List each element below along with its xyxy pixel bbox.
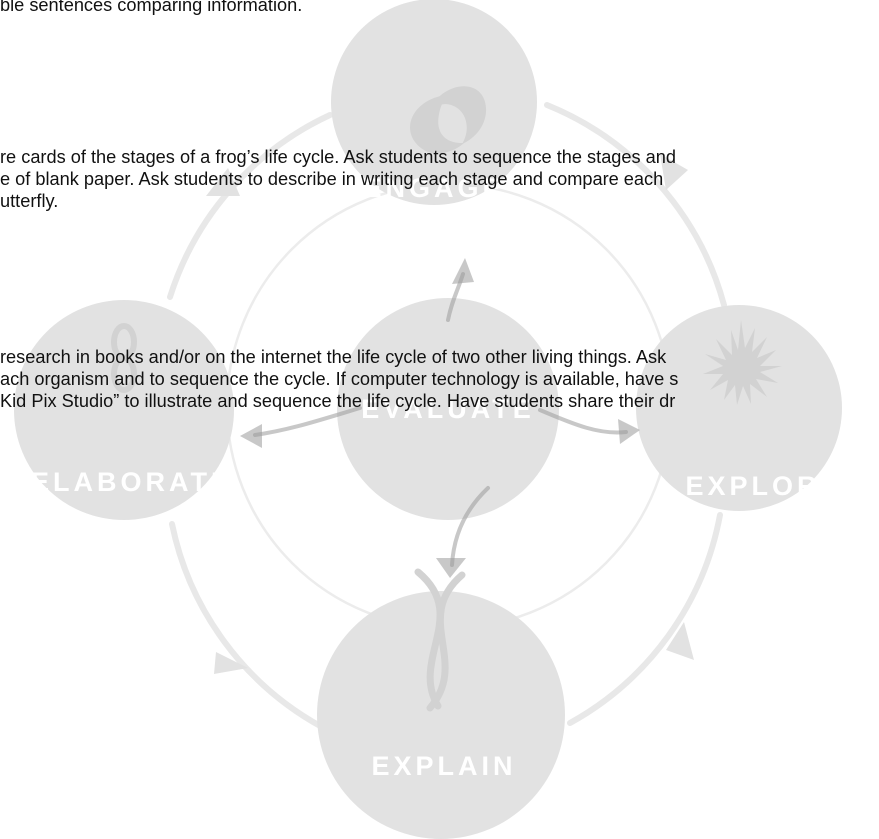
outer-cycle-ring (167, 102, 727, 730)
ring-arc-explain-elaborate (169, 521, 325, 730)
paragraph-1-line-1: re cards of the stages of a frog’s life … (0, 147, 677, 167)
arrowhead-to-elaborate (214, 652, 248, 674)
arrowhead-to-explain (666, 622, 694, 660)
paragraph-2-line-1: research in books and/or on the internet… (0, 347, 667, 367)
explain-dna-icon (414, 568, 466, 712)
arrow-to-explore (538, 408, 628, 435)
arrow-to-explain (450, 486, 490, 567)
arrowhead-center-explain (436, 558, 466, 578)
paragraph-1-line-3: utterfly. (0, 191, 59, 211)
ring-arc-explore-explain (567, 512, 723, 726)
center-arrowheads (240, 258, 640, 578)
paragraph-1-line-2: e of blank paper. Ask students to descri… (0, 169, 664, 189)
engage-icon (410, 86, 487, 154)
evaluate-label: EVALUATE (361, 394, 535, 424)
evaluate-circle (337, 298, 559, 520)
explore-label: EXPLORE (685, 471, 842, 501)
explore-circle (636, 305, 842, 511)
elaborate-label: ELABORATE (31, 467, 233, 497)
arrowhead-to-engage (206, 168, 240, 196)
cycle-arrowheads (206, 154, 694, 674)
engage-label: ENGAGE (363, 173, 504, 203)
arrowhead-center-elaborate (240, 424, 262, 448)
ring-arc-engage-explore (544, 102, 727, 308)
arrow-to-elaborate (253, 406, 362, 437)
elaborate-circle (14, 300, 234, 520)
arrowhead-center-engage (452, 258, 474, 284)
paragraph-2-line-3: Kid Pix Studio” to illustrate and sequen… (0, 391, 676, 411)
paragraph-2-line-2: ach organism and to sequence the cycle. … (0, 369, 679, 389)
fragment-top-line: ble sentences comparing information. (0, 0, 303, 15)
center-flow-arrows (253, 272, 628, 567)
arrowhead-to-explore (660, 154, 688, 190)
explain-label: EXPLAIN (371, 751, 516, 781)
elaborate-infinity-icon (111, 323, 137, 393)
ring-arc-elaborate-engage (167, 112, 333, 300)
arrowhead-center-explore (618, 419, 640, 444)
explore-starburst-icon (703, 320, 782, 405)
explain-circle (317, 591, 565, 839)
